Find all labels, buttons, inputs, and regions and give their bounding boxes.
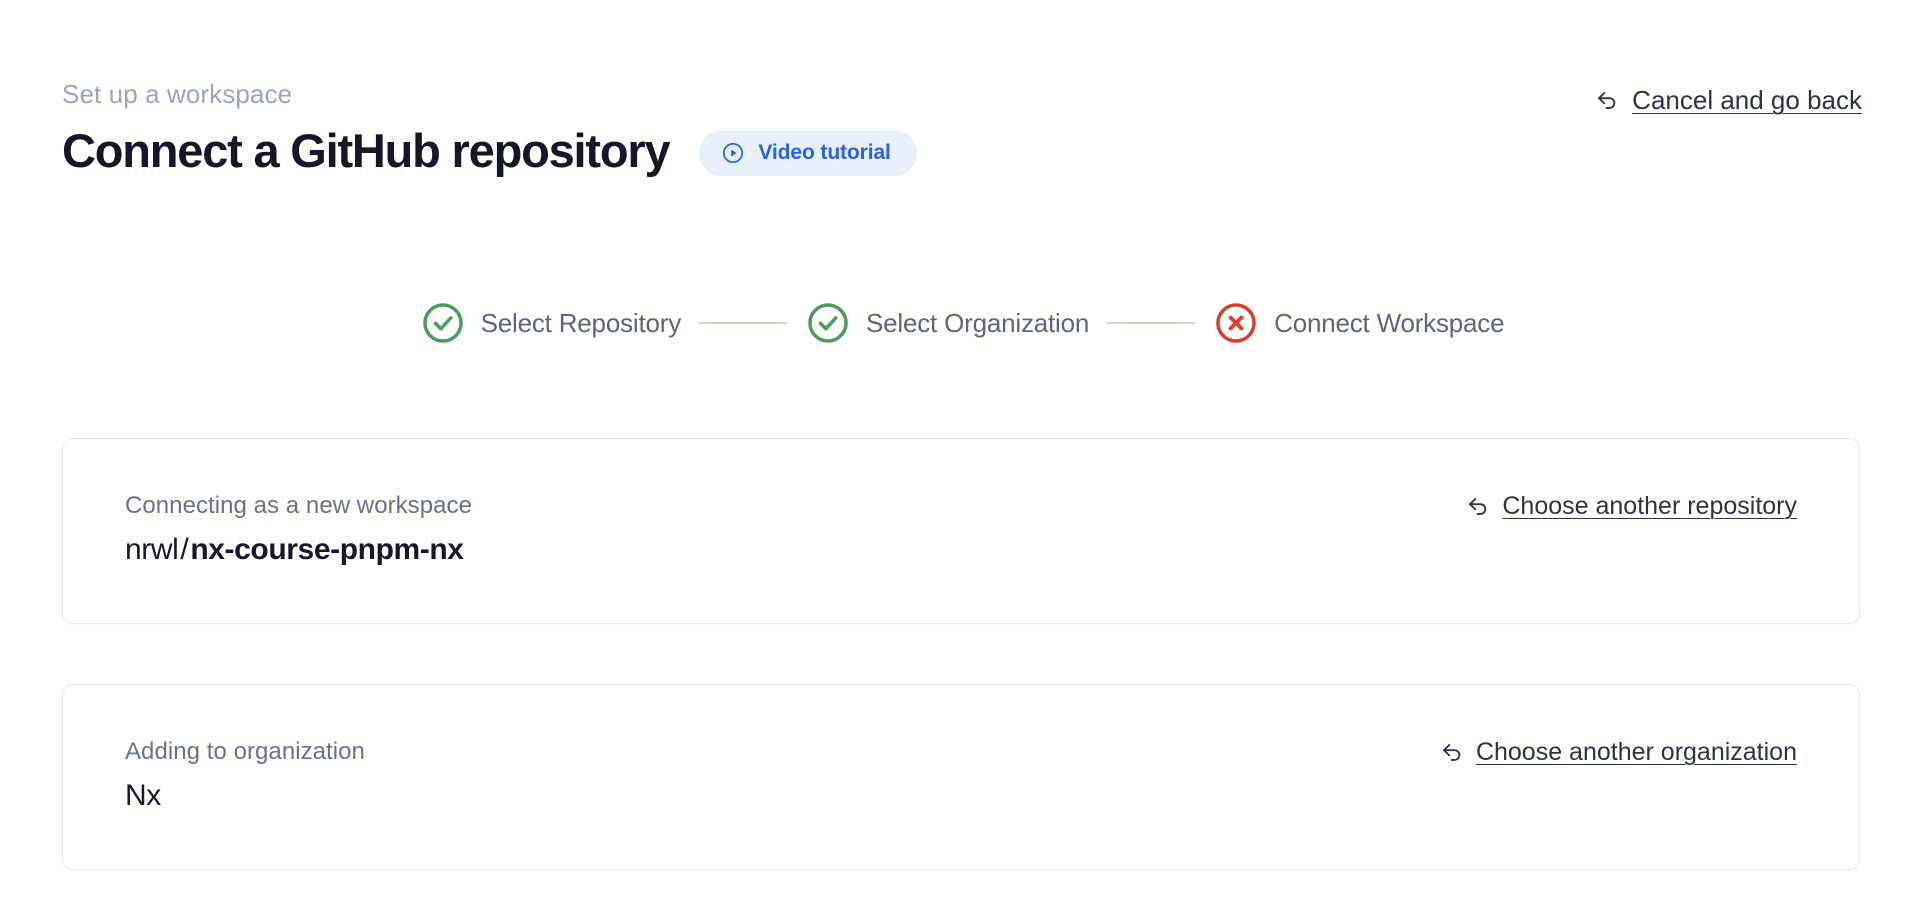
stepper-step-connect-workspace[interactable]: Connect Workspace	[1213, 300, 1505, 346]
progress-stepper: Select Repository Select Organization Co…	[0, 300, 1924, 346]
repository-card-value: nrwl/nx-course-pnpm-nx	[125, 531, 1797, 569]
arrow-uturn-left-icon	[1594, 87, 1620, 113]
organization-name: Nx	[125, 779, 161, 812]
repository-separator: /	[180, 533, 189, 566]
check-circle-icon	[805, 300, 851, 346]
page-eyebrow: Set up a workspace	[62, 79, 293, 109]
page-header: Set up a workspace Connect a GitHub repo…	[62, 78, 1862, 188]
x-circle-icon	[1213, 300, 1259, 346]
repository-name: nx-course-pnpm-nx	[190, 533, 464, 566]
play-circle-icon	[721, 141, 745, 165]
stepper-connector-2	[1107, 322, 1196, 324]
repository-summary-card: Connecting as a new workspace nrwl/nx-co…	[62, 438, 1860, 624]
stepper-step-select-organization[interactable]: Select Organization	[805, 300, 1089, 346]
repository-owner: nrwl	[125, 533, 179, 566]
video-tutorial-button[interactable]: Video tutorial	[699, 130, 917, 176]
repository-card-inner: Connecting as a new workspace nrwl/nx-co…	[63, 439, 1859, 623]
arrow-uturn-left-icon	[1439, 739, 1465, 765]
cancel-and-go-back-label: Cancel and go back	[1632, 85, 1862, 115]
organization-card-inner: Adding to organization Nx Choose another…	[63, 685, 1859, 869]
choose-another-repository-label: Choose another repository	[1502, 492, 1797, 520]
stepper-label-select-organization: Select Organization	[866, 308, 1090, 338]
choose-another-repository-link[interactable]: Choose another repository	[1465, 491, 1797, 521]
stepper-step-select-repository[interactable]: Select Repository	[420, 300, 681, 346]
repository-card-eyebrow: Connecting as a new workspace	[125, 492, 472, 519]
check-circle-icon	[420, 300, 466, 346]
arrow-uturn-left-icon	[1465, 493, 1491, 519]
stepper-label-select-repository: Select Repository	[480, 308, 682, 338]
page-title: Connect a GitHub repository	[62, 124, 671, 177]
choose-another-organization-label: Choose another organization	[1475, 738, 1797, 766]
stepper-label-connect-workspace: Connect Workspace	[1274, 308, 1505, 338]
title-row: Connect a GitHub repository Video tutori…	[62, 123, 1862, 179]
organization-summary-card: Adding to organization Nx Choose another…	[62, 684, 1860, 870]
cancel-and-go-back-link[interactable]: Cancel and go back	[1594, 84, 1862, 116]
video-tutorial-label: Video tutorial	[758, 141, 891, 164]
stepper-connector-1	[699, 322, 788, 324]
organization-card-eyebrow: Adding to organization	[125, 738, 365, 765]
choose-another-organization-link[interactable]: Choose another organization	[1439, 737, 1797, 767]
